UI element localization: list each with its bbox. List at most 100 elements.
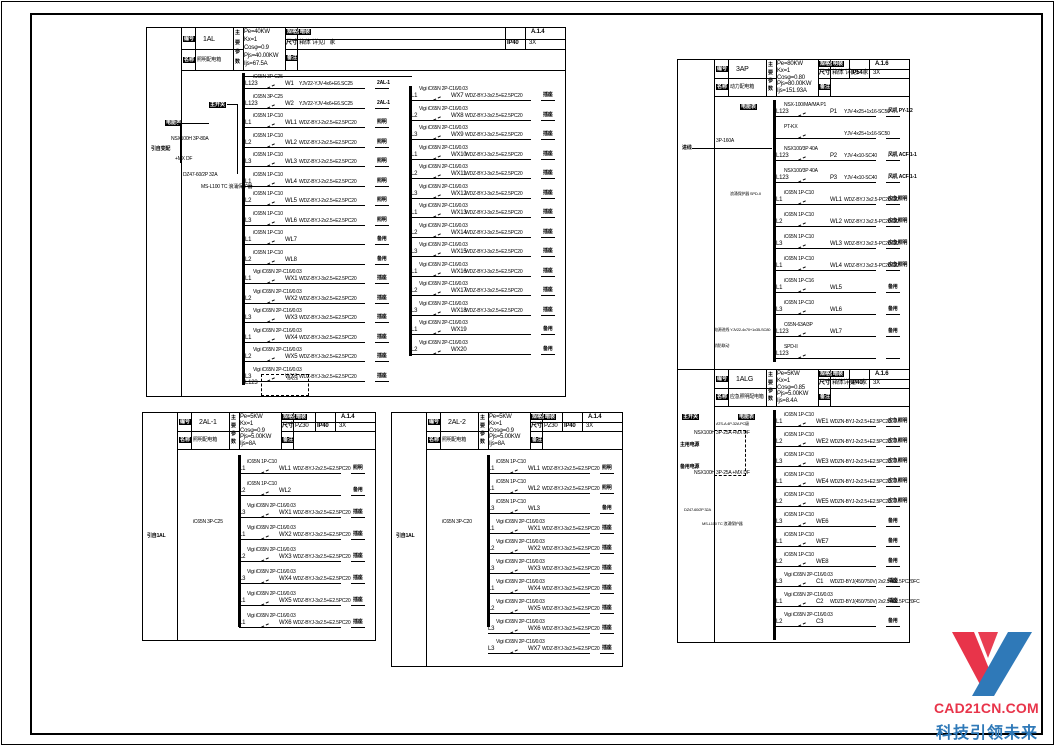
load-underline bbox=[600, 473, 614, 474]
params-label: 要 bbox=[235, 39, 240, 46]
circuit-load: 备用 bbox=[377, 236, 387, 242]
circuit-id: WX2 bbox=[285, 295, 298, 302]
logo-blue-stroke bbox=[978, 632, 998, 658]
feeder-line bbox=[245, 88, 365, 89]
feeder-line bbox=[776, 566, 876, 567]
load-underline bbox=[886, 336, 900, 337]
circuit-breaker: iC65N 1P-C10 bbox=[784, 212, 814, 218]
circuit-breaker: iC65N 1P-C10 bbox=[784, 300, 814, 306]
feeder-line bbox=[245, 341, 365, 343]
busbar bbox=[238, 455, 241, 627]
circuit-breaker: NSX-100/MA/MA P1 bbox=[784, 102, 827, 108]
circuit-phase: L123 bbox=[245, 100, 258, 107]
circuit-phase: L2 bbox=[239, 554, 246, 560]
load-underline bbox=[886, 226, 900, 227]
circuit-breaker: Vigi iC65N 2P-C16/0.03 bbox=[253, 308, 302, 314]
feeder-line bbox=[411, 158, 531, 160]
circuit-breaker: Vigi iC65N 2P-C16/0.03 bbox=[253, 347, 302, 353]
circuit-cable: WDZ-BYJ-3x2.5+E2.5PC20 bbox=[542, 566, 600, 572]
circuit-load: 插座 bbox=[353, 531, 363, 537]
params-label: 要 bbox=[768, 70, 773, 76]
circuit-breaker: Vigi iC65N 2P-C16/0.03 bbox=[419, 86, 468, 92]
circuit-load: 插座 bbox=[543, 131, 553, 137]
feeder-line bbox=[776, 160, 876, 161]
circuit-id: WE7 bbox=[816, 539, 829, 545]
spd-device: MS-L100 TC 浪涌保护器 bbox=[201, 184, 253, 190]
ats-label: ATS-A 4P-32A PC级 bbox=[716, 421, 749, 426]
circuit-phase: L3 bbox=[239, 510, 246, 516]
header-divider bbox=[776, 370, 777, 406]
circuit-load: 风机 ACF-1-1 bbox=[888, 152, 917, 158]
params-label: 数 bbox=[231, 439, 236, 445]
circuit-breaker: Vigi iC65N 2P-C16/0.03 bbox=[253, 269, 302, 275]
header-divider bbox=[243, 28, 244, 70]
panel-name: 应急照明配电箱 bbox=[730, 394, 764, 400]
load-underline bbox=[600, 613, 614, 614]
param-value: Kx=1 bbox=[244, 37, 258, 43]
circuit-phase: L2 bbox=[411, 171, 418, 177]
ip-rating: IP40 bbox=[507, 39, 519, 46]
circuit-id: WX7 bbox=[528, 646, 541, 652]
param-value: Pjs=80.00KW bbox=[777, 81, 812, 88]
load-underline bbox=[886, 358, 900, 359]
spec-code: A.1.4 bbox=[341, 414, 355, 420]
feeder-line bbox=[411, 295, 531, 296]
load-underline bbox=[600, 653, 614, 654]
circuit-phase: L2 bbox=[776, 559, 783, 565]
circuit-phase: L2 bbox=[488, 546, 495, 552]
circuit-breaker: iC65N 1P-C10 bbox=[253, 113, 283, 119]
circuit-phase: L123 bbox=[776, 351, 789, 357]
circuit-breaker: iC65N 1P-C10 bbox=[784, 552, 814, 558]
load-underline bbox=[886, 486, 900, 487]
load-underline bbox=[886, 626, 900, 627]
header-divider bbox=[285, 38, 565, 40]
circuit-breaker: iC65N 1P-C10 bbox=[496, 479, 526, 485]
circuit-id: WE4 bbox=[816, 479, 829, 485]
circuit-phase: L123 bbox=[776, 329, 789, 335]
param-value: Ijs=8A bbox=[489, 441, 505, 448]
feeder-line bbox=[411, 256, 531, 257]
main-switch-label: 主开关 bbox=[209, 102, 227, 108]
circuit-cable: WDZD-BYJ(450/750V) 2x2.5+E2.5PC20FC bbox=[830, 599, 920, 605]
feeder-line bbox=[411, 236, 531, 238]
circuit-breaker: iC65N 3P-C25 bbox=[253, 93, 283, 100]
circuit-phase: L3 bbox=[488, 646, 495, 652]
circuit-id: WL7 bbox=[830, 329, 842, 335]
circuit-breaker: iC65N 1P-C10 bbox=[253, 132, 283, 139]
circuit-phase: L2 bbox=[411, 288, 418, 294]
circuit-cable: WDZ-BYJ-3x2.5+E2.5PC20 bbox=[299, 276, 357, 282]
label-size: 尺寸 bbox=[531, 423, 543, 429]
circuit-id: WL5 bbox=[830, 285, 842, 291]
circuit-breaker: Vigi iC65N 2P-C16/0.03 bbox=[496, 519, 545, 525]
load-underline bbox=[351, 517, 365, 518]
circuit-phase: L3 bbox=[488, 626, 495, 632]
circuit-id: WL6 bbox=[830, 307, 842, 313]
feeder-line bbox=[488, 553, 590, 554]
circuit-phase: L1 bbox=[245, 334, 252, 341]
circuit-load: 照明 bbox=[377, 216, 387, 223]
circuit-id: WX20 bbox=[451, 346, 467, 353]
incoming-breaker: 3P-160A bbox=[716, 138, 735, 144]
circuit-breaker: Vigi iC65N 2P-C16/0.03 bbox=[419, 203, 468, 209]
label-no: 编号 bbox=[716, 66, 729, 72]
busbar bbox=[409, 86, 412, 356]
panel-name: 动力配电箱 bbox=[730, 84, 755, 90]
feeder-line bbox=[776, 336, 876, 337]
circuit-cable: YJV-4x10-SC40 bbox=[844, 175, 877, 181]
load-underline bbox=[375, 224, 389, 226]
header-divider bbox=[285, 49, 565, 50]
circuit-cable: WDZ-BYJ-3x2.5+E2.5PC20 bbox=[465, 132, 523, 138]
